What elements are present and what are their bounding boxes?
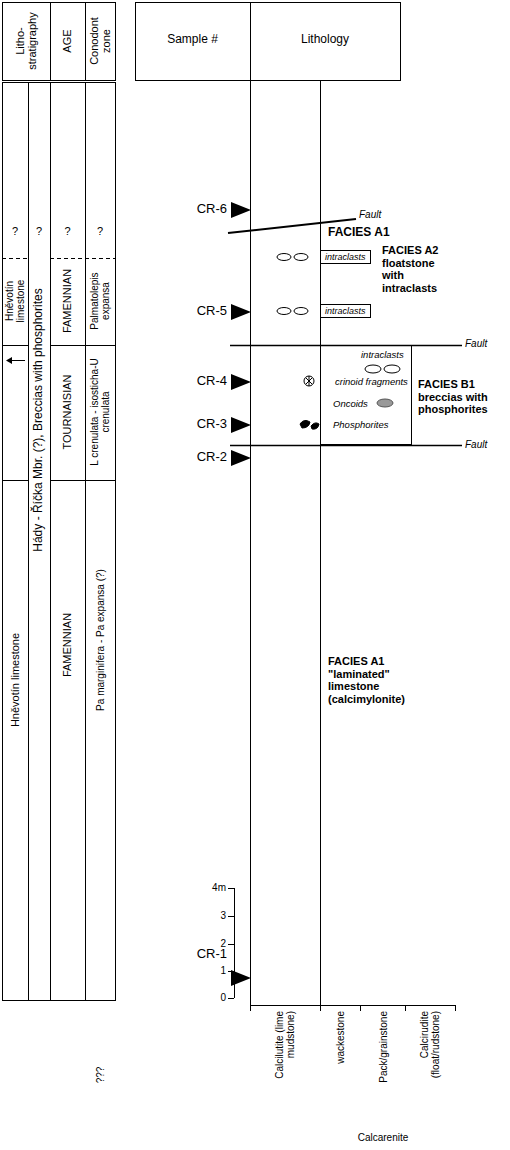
texture-class: wackestone <box>335 1011 346 1121</box>
intraclast-symbol <box>294 254 308 261</box>
unknown-mark: ? <box>85 225 115 238</box>
scale-tick <box>228 998 234 999</box>
header-cell <box>251 3 401 81</box>
facies-label: FACIES A1 <box>328 226 390 240</box>
member-name: Hády - Říčka Mbr. (?), Breccias with pho… <box>32 255 45 585</box>
sample-marker <box>231 374 251 390</box>
sample-marker <box>231 970 251 986</box>
arrow-head <box>6 357 12 364</box>
stage-name: FAMENNIAN <box>61 585 73 705</box>
fault-label: Fault <box>359 209 381 221</box>
phosphorite-symbol <box>300 420 310 428</box>
formation-name: Hněvotín limestone <box>9 480 21 880</box>
formation-name: Hněvotín limestone <box>4 261 26 341</box>
intraclast-symbol <box>294 308 308 315</box>
intraclast-symbol <box>277 254 291 261</box>
symbol-name: intraclasts <box>361 349 404 361</box>
crinoid-symbol <box>306 376 312 386</box>
scale-tick <box>228 888 234 889</box>
table-line <box>28 82 29 1000</box>
scale-value: 3 <box>196 910 226 922</box>
axis-tick <box>250 1005 251 1011</box>
fault-label: Fault <box>465 338 487 350</box>
crinoid-symbol <box>304 376 314 386</box>
uncertain-boundary <box>50 258 115 259</box>
column-axis <box>250 80 251 1005</box>
column-header: Sample # <box>135 33 250 47</box>
sample-number: CR-5 <box>185 304 227 319</box>
symbol-name: intraclasts <box>325 251 366 263</box>
scale-value: 0 <box>196 992 226 1004</box>
texture-class: Calcirudite (float/rudstone) <box>419 1011 441 1121</box>
scale-tick <box>228 944 234 945</box>
texture-axis <box>250 1005 456 1006</box>
stage-name: TOURNAISIAN <box>61 350 73 475</box>
sample-marker <box>231 304 251 320</box>
unknown-mark: ? <box>50 225 85 238</box>
symbol-name: Oncoids <box>333 398 368 410</box>
axis-tick <box>360 1005 361 1011</box>
scale-value: 1 <box>196 965 226 977</box>
uncertain-boundary <box>2 258 28 259</box>
sample-marker <box>231 417 251 433</box>
texture-class: Pack/grainstone <box>378 1011 389 1121</box>
header-cell <box>51 3 86 81</box>
symbol-name: intraclasts <box>325 305 366 317</box>
intraclast-symbol <box>365 365 381 373</box>
intraclast-symbol <box>277 308 291 315</box>
facies-box: intraclasts crinoid fragmentsOncoidsPhosp… <box>320 345 412 445</box>
intraclast-box: intraclasts <box>320 304 371 318</box>
conodont-zone: Palmatolepis expansa <box>89 261 111 341</box>
phosphorite-symbol <box>311 423 319 429</box>
sample-marker <box>231 450 251 466</box>
axis-tick <box>320 1005 321 1011</box>
table-frame <box>3 83 116 1001</box>
fault-label: Fault <box>465 439 487 451</box>
conodont-zone: Pa marginifera - Pa expansa (?) <box>95 490 106 790</box>
conodont-zone: ??? <box>95 1055 106 1095</box>
unknown-mark: ? <box>28 225 50 238</box>
column-header: AGE <box>61 6 73 76</box>
symbol-name: Phosphorites <box>333 419 388 431</box>
sample-number: CR-1 <box>185 947 227 962</box>
texture-group: Calcarenite <box>335 1132 431 1144</box>
texture-line <box>320 80 321 1005</box>
scale-value: 4m <box>196 882 226 894</box>
scale-value: 2 <box>196 938 226 950</box>
stage-name: FAMENNIAN <box>61 261 73 341</box>
unknown-mark: ? <box>2 225 28 238</box>
symbol-name: crinoid fragments <box>335 376 408 388</box>
table-line <box>50 345 115 346</box>
column-header: Litho-stratigraphy <box>14 6 38 76</box>
intraclast-box: intraclasts <box>320 250 371 264</box>
table-line <box>85 82 86 1000</box>
axis-tick <box>405 1005 406 1011</box>
axis-tick <box>455 1005 456 1011</box>
facies-label: FACIES B1 breccias with phosphorites <box>418 378 492 416</box>
sample-number: CR-3 <box>185 417 227 432</box>
facies-label: FACIES A2 floatstone with intraclasts <box>382 244 454 295</box>
sample-number: CR-2 <box>185 450 227 465</box>
table-line <box>2 480 28 481</box>
arrow-line <box>10 360 25 361</box>
sample-number: CR-4 <box>185 374 227 389</box>
column-header: Lithology <box>250 33 400 47</box>
sample-number: CR-6 <box>185 202 227 217</box>
intraclast-symbol <box>384 365 400 373</box>
conodont-zone: L crenulata - isosticha-U crenulata <box>89 350 111 475</box>
scale-tick <box>228 916 234 917</box>
table-line <box>2 345 28 346</box>
header-cell <box>136 3 251 81</box>
texture-class: Calcilutite (lime mudstone) <box>274 1011 296 1121</box>
column-header: Conodont zone <box>88 11 112 71</box>
header-cell <box>3 3 51 81</box>
oncoid-symbol <box>377 399 393 407</box>
header-cell <box>86 3 116 81</box>
sample-marker <box>231 202 251 218</box>
facies-label: FACIES A1 "laminated" limestone (calcimy… <box>328 655 420 706</box>
table-line <box>50 82 51 1000</box>
table-line <box>50 480 115 481</box>
